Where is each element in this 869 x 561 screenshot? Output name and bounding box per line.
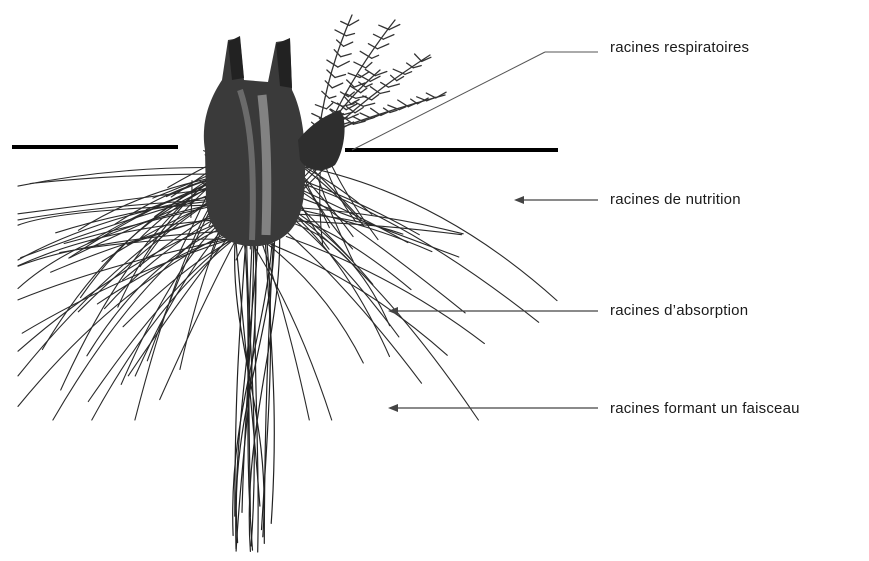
respiratory-root	[398, 100, 409, 107]
arrow-absorption	[388, 307, 598, 315]
label-respiratory-roots: racines respiratoires	[610, 39, 749, 56]
respiratory-root	[327, 103, 333, 109]
respiratory-root	[360, 113, 372, 118]
respiratory-root	[361, 88, 367, 93]
respiratory-root	[329, 96, 336, 98]
respiratory-root	[393, 69, 405, 74]
lateral-root	[261, 239, 363, 363]
respiratory-root	[371, 108, 381, 115]
respiratory-root	[349, 20, 359, 25]
respiratory-root	[353, 116, 363, 121]
respiratory-root	[363, 103, 374, 106]
respiratory-root	[388, 84, 399, 87]
respiratory-root	[332, 83, 343, 88]
lateral-root	[88, 236, 235, 401]
respiratory-root	[378, 44, 389, 49]
respiratory-root	[415, 54, 422, 61]
respiratory-root	[372, 55, 379, 58]
lateral-root	[286, 237, 484, 344]
respiratory-root	[379, 25, 389, 29]
label-nutrition-roots: racines de nutrition	[610, 191, 741, 208]
respiratory-root	[407, 63, 414, 68]
respiratory-root	[344, 42, 353, 46]
pointer-respiratory	[352, 52, 598, 150]
label-bundle-roots: racines formant un faisceau	[610, 400, 800, 417]
respiratory-root	[383, 35, 394, 40]
lateral-root	[53, 209, 239, 420]
respiratory-root	[366, 63, 372, 68]
respiratory-root	[315, 105, 326, 109]
arrow-nutrition	[514, 196, 598, 204]
respiratory-root	[346, 34, 354, 36]
respiratory-root	[335, 75, 346, 78]
respiratory-root	[405, 72, 412, 75]
respiratory-root	[380, 91, 390, 93]
respiratory-root	[338, 61, 350, 67]
respiratory-root	[334, 50, 341, 57]
respiratory-root	[426, 93, 436, 98]
respiratory-root	[417, 97, 427, 101]
label-absorption-roots: racines d’absorption	[610, 302, 748, 319]
respiratory-root	[388, 105, 399, 110]
arrow-bundle	[388, 404, 598, 412]
lateral-root	[123, 230, 254, 326]
respiratory-root	[327, 60, 338, 67]
respiratory-root	[341, 54, 352, 57]
